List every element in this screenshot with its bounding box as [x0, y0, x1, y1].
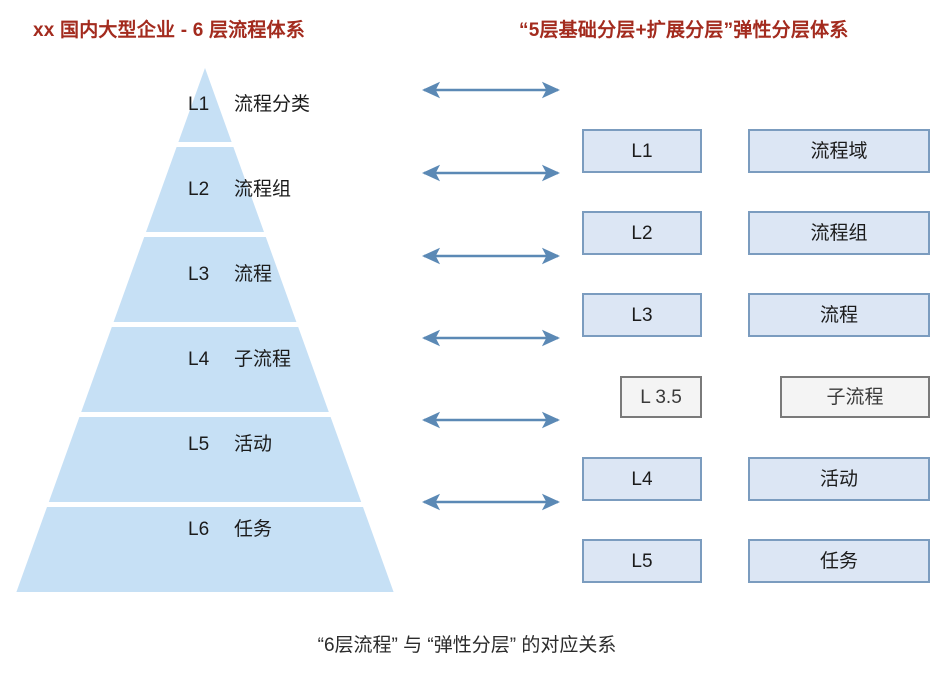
pyramid-chart: L1 流程分类 L2 流程组 L3 流程 L4 子流程 L5 活动 L6 任务 [0, 60, 420, 600]
layer-name-box-5[interactable]: 活动 [748, 457, 930, 501]
pyramid-label-6: L6 任务 [188, 520, 272, 539]
pyramid-level-name: 流程组 [234, 179, 292, 200]
pyramid-label-5: L5 活动 [188, 435, 272, 454]
layer-code-box-5[interactable]: L4 [582, 457, 702, 501]
pyramid-level-name: 流程 [234, 264, 273, 285]
pyramid-label-2: L2 流程组 [188, 180, 291, 199]
pyramid-band-4 [81, 327, 329, 412]
pyramid-band-6 [16, 507, 394, 592]
pyramid-label-3: L3 流程 [188, 265, 272, 284]
pyramid-level-code: L2 [188, 179, 210, 200]
pyramid-bands [16, 68, 394, 592]
pyramid-level-name: 活动 [234, 434, 273, 455]
layer-name-box-1[interactable]: 流程域 [748, 129, 930, 173]
layer-code-box-4-extension[interactable]: L 3.5 [620, 376, 702, 418]
figure-caption: “6层流程” 与 “弹性分层” 的对应关系 [317, 635, 617, 656]
pyramid-level-name: 流程分类 [234, 94, 311, 115]
layer-code-box-1[interactable]: L1 [582, 129, 702, 173]
pyramid-level-code: L1 [188, 94, 210, 115]
pyramid-level-name: 子流程 [234, 349, 292, 370]
layer-name-box-3[interactable]: 流程 [748, 293, 930, 337]
layer-name-box-6[interactable]: 任务 [748, 539, 930, 583]
left-title: xx 国内大型企业 - 6 层流程体系 [33, 20, 305, 41]
layer-name-box-2[interactable]: 流程组 [748, 211, 930, 255]
pyramid-label-1: L1 流程分类 [188, 95, 310, 114]
pyramid-level-code: L4 [188, 349, 210, 370]
pyramid-level-code: L5 [188, 434, 210, 455]
layer-code-box-6[interactable]: L5 [582, 539, 702, 583]
pyramid-band-3 [113, 237, 297, 322]
pyramid-level-code: L3 [188, 264, 210, 285]
pyramid-level-name: 任务 [234, 519, 273, 540]
pyramid-label-4: L4 子流程 [188, 350, 291, 369]
right-title: “5层基础分层+扩展分层”弹性分层体系 [519, 20, 849, 41]
arrow-column [410, 60, 575, 600]
layer-code-box-3[interactable]: L3 [582, 293, 702, 337]
pyramid-band-1 [178, 68, 232, 142]
pyramid-level-code: L6 [188, 519, 210, 540]
layer-name-box-4-extension[interactable]: 子流程 [780, 376, 930, 418]
pyramid-band-2 [146, 147, 264, 232]
pyramid-band-5 [48, 417, 362, 502]
layer-code-box-2[interactable]: L2 [582, 211, 702, 255]
